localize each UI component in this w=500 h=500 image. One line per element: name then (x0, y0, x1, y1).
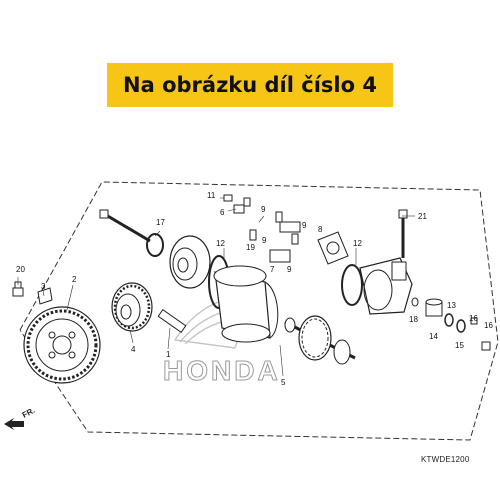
part-10-long-bolt (99, 209, 151, 243)
part-21-bolt (398, 209, 408, 258)
part-12-o-ring-right (341, 264, 363, 306)
part-3-clip (37, 287, 53, 305)
part-17-o-ring (146, 233, 164, 257)
part-number-banner: Na obrázku díl číslo 4 (107, 63, 393, 107)
label-20: 20 (16, 265, 25, 274)
part-1-pin (157, 308, 187, 334)
part-8-brush-plate (317, 231, 349, 265)
label-12b: 12 (353, 239, 362, 248)
part-14-bushing (425, 298, 443, 317)
diagram-code: KTWDE1200 (421, 455, 470, 464)
label-6: 6 (220, 208, 225, 217)
label-1: 1 (166, 350, 171, 359)
part-18-o-ring (411, 297, 419, 307)
label-9d: 9 (302, 221, 307, 230)
label-5: 5 (281, 378, 286, 387)
label-8: 8 (318, 225, 323, 234)
label-11: 11 (207, 191, 216, 200)
label-15: 15 (455, 341, 464, 350)
front-direction-arrow (4, 418, 24, 430)
part-5-motor-case (213, 265, 279, 343)
banner-text: Na obrázku díl číslo 4 (123, 73, 377, 97)
label-18: 18 (409, 315, 418, 324)
label-3: 3 (41, 282, 46, 291)
honda-watermark: HONDA (163, 355, 281, 386)
part-4-reduction-gear (111, 282, 153, 332)
part-2-sprocket (23, 306, 101, 384)
brush-holder-parts (223, 194, 301, 263)
label-7: 7 (270, 265, 275, 274)
label-2: 2 (72, 275, 77, 284)
label-9c: 9 (287, 265, 292, 274)
rear-cover (359, 257, 413, 315)
label-16a: 16 (469, 314, 478, 323)
label-17: 17 (156, 218, 165, 227)
part-number-labels: 1 2 3 4 5 6 7 8 9 9 9 9 11 12 12 13 14 1… (16, 191, 493, 387)
label-9a: 9 (261, 205, 266, 214)
label-9b: 9 (262, 236, 267, 245)
label-19: 19 (246, 243, 255, 252)
leader-lines (17, 197, 415, 377)
front-cover (169, 235, 211, 289)
label-4: 4 (131, 345, 136, 354)
washer-parts (444, 313, 491, 351)
dashed-frame (19, 181, 499, 441)
label-12a: 12 (216, 239, 225, 248)
label-21: 21 (418, 212, 427, 221)
label-14: 14 (429, 332, 438, 341)
label-13: 13 (447, 301, 456, 310)
part-5-armature (284, 315, 356, 365)
front-direction-label: FR. (21, 406, 37, 420)
label-16b: 16 (484, 321, 493, 330)
